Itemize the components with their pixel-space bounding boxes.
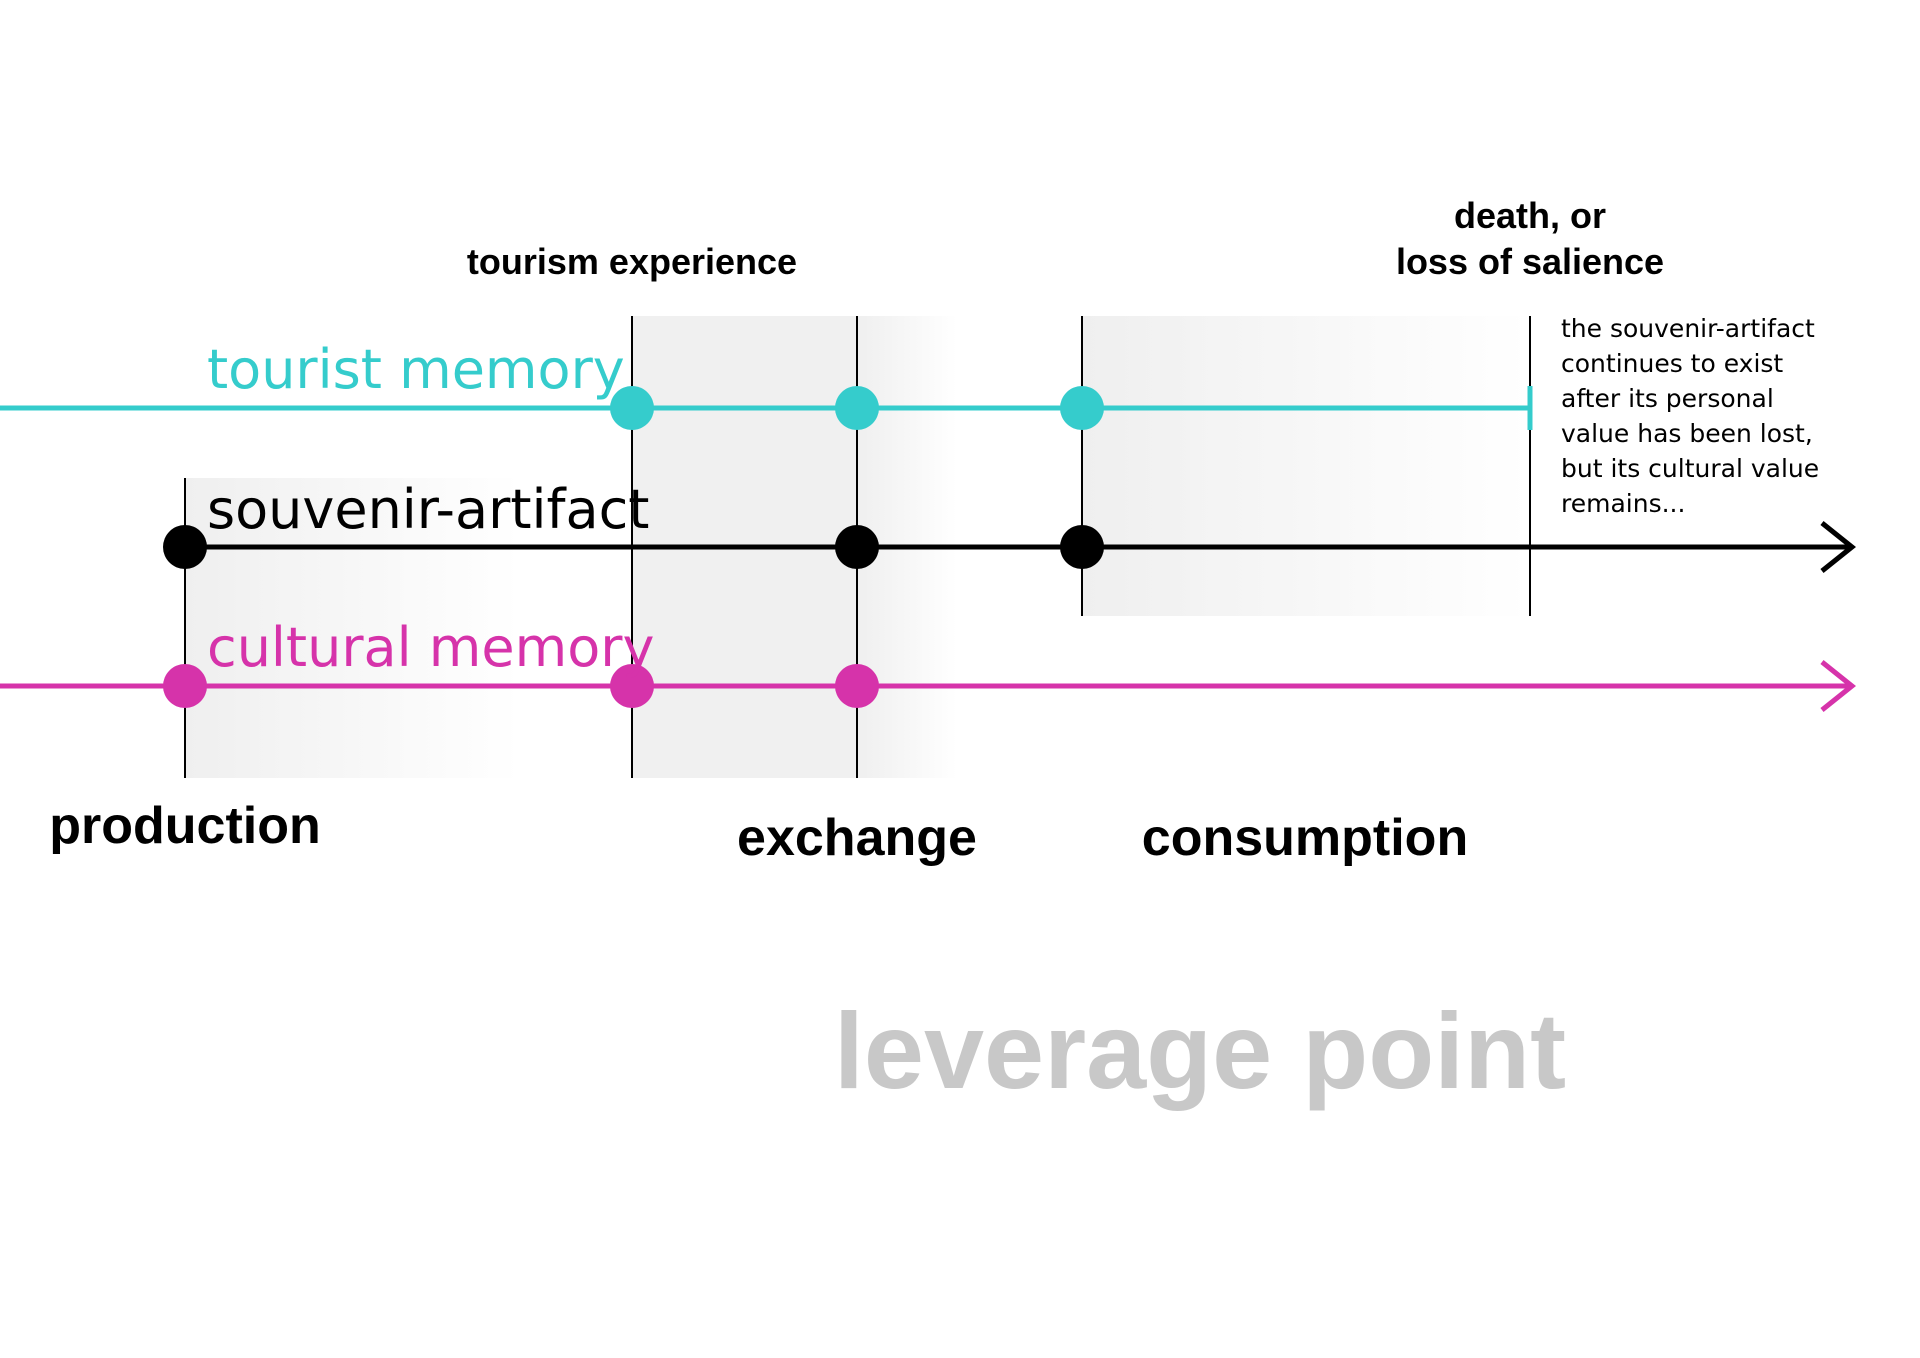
note-line-1: the souvenir-artifact bbox=[1561, 314, 1815, 343]
souvenir-artifact-label: souvenir-artifact bbox=[207, 478, 649, 541]
tourist-memory-label: tourist memory bbox=[207, 338, 625, 401]
leverage-point-label: leverage point bbox=[834, 990, 1566, 1111]
artifact-dot-consumption bbox=[1060, 525, 1104, 569]
note-line-4: value has been lost, bbox=[1561, 419, 1813, 448]
cultural-dot-exchange bbox=[835, 664, 879, 708]
tourism-experience-label: tourism experience bbox=[467, 241, 797, 282]
note-line-3: after its personal bbox=[1561, 384, 1774, 413]
artifact-dot-exchange bbox=[835, 525, 879, 569]
souvenir-artifact-arrowhead bbox=[1820, 521, 1857, 573]
souvenir-note: the souvenir-artifact continues to exist… bbox=[1561, 314, 1819, 518]
cultural-memory-label: cultural memory bbox=[207, 616, 654, 679]
death-label-line1: death, or bbox=[1454, 195, 1606, 236]
cultural-dot-tourism bbox=[610, 664, 654, 708]
consumption-shade bbox=[1082, 316, 1530, 616]
death-label-line2: loss of salience bbox=[1396, 241, 1664, 282]
note-line-2: continues to exist bbox=[1561, 349, 1783, 378]
note-line-5: but its cultural value bbox=[1561, 454, 1819, 483]
stage-consumption-label: consumption bbox=[1142, 809, 1468, 867]
stage-exchange-label: exchange bbox=[737, 809, 977, 867]
artifact-dot-production bbox=[163, 525, 207, 569]
stage-production-label: production bbox=[49, 797, 321, 855]
tourist-dot-exchange bbox=[835, 386, 879, 430]
tourist-dot-tourism bbox=[610, 386, 654, 430]
production-shade bbox=[185, 478, 520, 778]
tourist-dot-consumption bbox=[1060, 386, 1104, 430]
cultural-dot-production bbox=[163, 664, 207, 708]
note-line-6: remains... bbox=[1561, 489, 1685, 518]
cultural-memory-arrowhead bbox=[1820, 660, 1857, 712]
